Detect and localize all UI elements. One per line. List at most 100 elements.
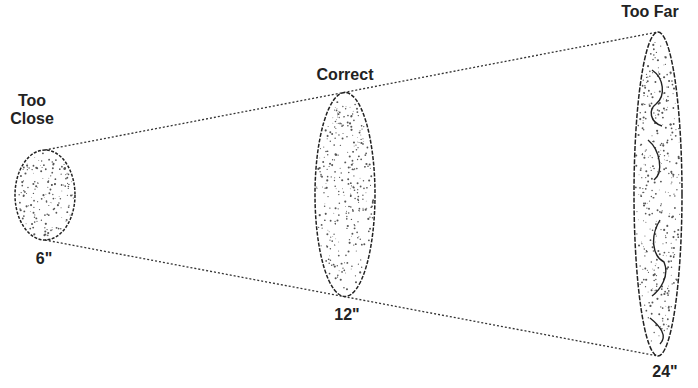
speckle-dot xyxy=(34,157,36,159)
speckle-dot xyxy=(659,253,661,255)
speckle-dot xyxy=(664,56,665,57)
speckle-dot xyxy=(644,104,645,105)
speckle-dot xyxy=(670,274,672,276)
speckle-dot xyxy=(321,174,323,176)
speckle-dot xyxy=(643,204,645,206)
speckle-dot xyxy=(332,236,334,238)
speckle-dot xyxy=(639,112,641,114)
speckle-dot xyxy=(31,223,33,225)
speckle-dot xyxy=(65,174,66,175)
speckle-dot xyxy=(653,140,655,142)
speckle-dot xyxy=(656,298,658,300)
speckle-dot xyxy=(368,230,370,232)
speckle-dot xyxy=(348,183,350,185)
speckle-dot xyxy=(20,175,22,177)
speckle-dot xyxy=(363,141,365,143)
speckle-dot xyxy=(365,192,367,194)
speckle-dot xyxy=(645,213,647,215)
speckle-dot xyxy=(651,313,653,315)
speckle-dot xyxy=(330,237,331,238)
speckle-dot xyxy=(641,282,643,284)
speckle-dot xyxy=(330,248,332,250)
speckle-dot xyxy=(663,272,664,273)
speckle-dot xyxy=(639,187,641,189)
speckle-dot xyxy=(66,177,68,179)
speckle-dot xyxy=(350,129,352,131)
speckle-dot xyxy=(349,242,351,244)
speckle-dot xyxy=(646,184,648,186)
speckle-dot xyxy=(58,202,60,204)
speckle-dot xyxy=(56,227,58,229)
speckle-dot xyxy=(672,216,674,218)
speckle-dot xyxy=(26,164,28,166)
speckle-dot xyxy=(643,80,644,81)
speckle-dot xyxy=(327,134,329,136)
gap-squiggle xyxy=(652,220,666,296)
speckle-dot xyxy=(336,123,338,125)
speckle-dot xyxy=(646,77,647,78)
speckle-dot xyxy=(352,186,353,187)
speckle-dot xyxy=(58,228,60,230)
gap-squiggle xyxy=(651,70,662,126)
speckle-dot xyxy=(355,281,357,283)
distance-label: Too Far xyxy=(621,3,678,21)
speckle-dot xyxy=(334,245,335,246)
speckle-dot xyxy=(635,187,637,189)
speckle-dot xyxy=(37,182,38,183)
speckle-dot xyxy=(61,166,63,168)
speckle-dot xyxy=(338,250,339,251)
speckle-dot xyxy=(651,261,653,263)
speckle-dot xyxy=(66,219,68,221)
speckle-dot xyxy=(51,184,53,186)
speckle-dot xyxy=(674,195,675,196)
speckle-dot xyxy=(42,167,43,168)
speckle-dot xyxy=(655,117,657,119)
speckle-dot xyxy=(44,214,46,216)
speckle-dot xyxy=(57,204,59,206)
speckle-dot xyxy=(26,193,27,194)
speckle-dot xyxy=(649,70,651,72)
speckle-dot xyxy=(53,198,55,200)
speckle-dot xyxy=(357,141,359,143)
speckle-dot xyxy=(353,120,355,122)
speckle-dot xyxy=(655,263,657,265)
speckle-dot xyxy=(638,244,640,246)
speckle-dot xyxy=(653,112,654,113)
speckle-dot xyxy=(659,211,661,213)
speckle-dot xyxy=(327,196,328,197)
speckle-dot xyxy=(668,290,670,292)
speckle-dot xyxy=(54,184,55,185)
speckle-dot xyxy=(341,179,343,181)
speckle-dot xyxy=(643,92,644,93)
speckle-dot xyxy=(32,183,34,185)
speckle-dot xyxy=(652,288,654,290)
speckle-dot xyxy=(639,118,641,120)
speckle-dot xyxy=(45,223,47,225)
speckle-dot xyxy=(348,251,350,253)
speckle-dot xyxy=(337,114,339,116)
speckle-dot xyxy=(354,224,355,225)
cone-lines xyxy=(45,32,658,356)
speckle-dot xyxy=(316,186,317,187)
speckle-dot xyxy=(329,131,331,133)
speckle-dot xyxy=(342,138,344,140)
far-spot-gaps xyxy=(648,70,666,344)
speckle-dot xyxy=(368,179,370,181)
speckle-dot xyxy=(670,123,672,125)
speckle-dot xyxy=(671,127,673,129)
speckle-dot xyxy=(670,171,672,173)
speckle-dot xyxy=(335,238,337,240)
speckle-dot xyxy=(636,233,637,234)
speckle-dot xyxy=(353,145,355,147)
speckle-dot xyxy=(344,161,346,163)
speckle-dot xyxy=(351,219,352,220)
speckle-dot xyxy=(644,255,645,256)
speckle-dot xyxy=(360,134,362,136)
speckle-dot xyxy=(357,182,359,184)
speckle-dot xyxy=(23,215,25,217)
speckle-dot xyxy=(48,205,49,206)
speckle-dot xyxy=(666,242,667,243)
speckle-dot xyxy=(653,168,655,170)
speckle-dot xyxy=(359,177,361,179)
gap-squiggle xyxy=(648,140,660,180)
